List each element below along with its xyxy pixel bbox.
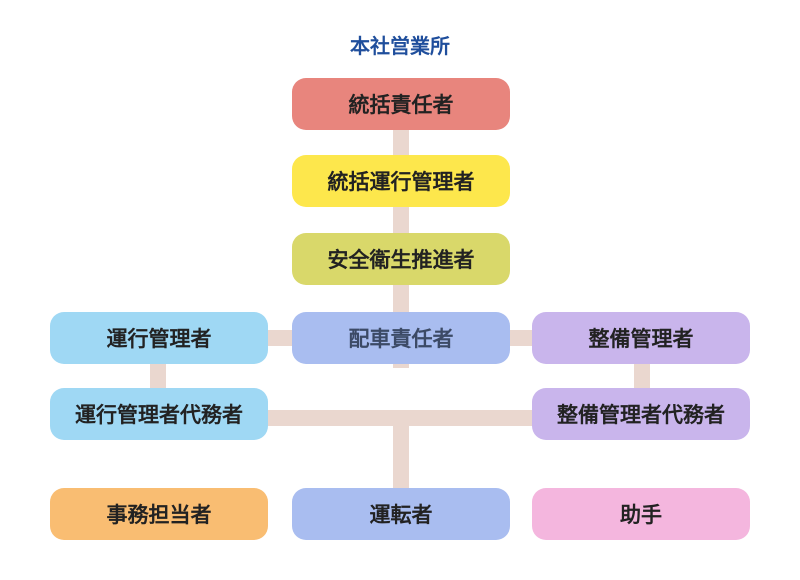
connector-right-vertical — [634, 360, 650, 390]
node-toukatsu-sekininsha: 統括責任者 — [292, 78, 510, 130]
node-untensha: 運転者 — [292, 488, 510, 540]
node-toukatsu-unkou-kanrisha: 統括運行管理者 — [292, 155, 510, 207]
connector-left-vertical — [150, 360, 166, 390]
connector-vertical-lower — [393, 418, 409, 488]
node-jimu-tantousha: 事務担当者 — [50, 488, 268, 540]
node-seibi-kanrisha-dairi: 整備管理者代務者 — [532, 388, 750, 440]
node-unkou-kanrisha: 運行管理者 — [50, 312, 268, 364]
node-unkou-kanrisha-dairi: 運行管理者代務者 — [50, 388, 268, 440]
node-haisha-sekininsha: 配車責任者 — [292, 312, 510, 364]
node-joshu: 助手 — [532, 488, 750, 540]
node-seibi-kanrisha: 整備管理者 — [532, 312, 750, 364]
node-anzen-eisei-suishinsha: 安全衛生推進者 — [292, 233, 510, 285]
page-title: 本社営業所 — [350, 34, 450, 58]
